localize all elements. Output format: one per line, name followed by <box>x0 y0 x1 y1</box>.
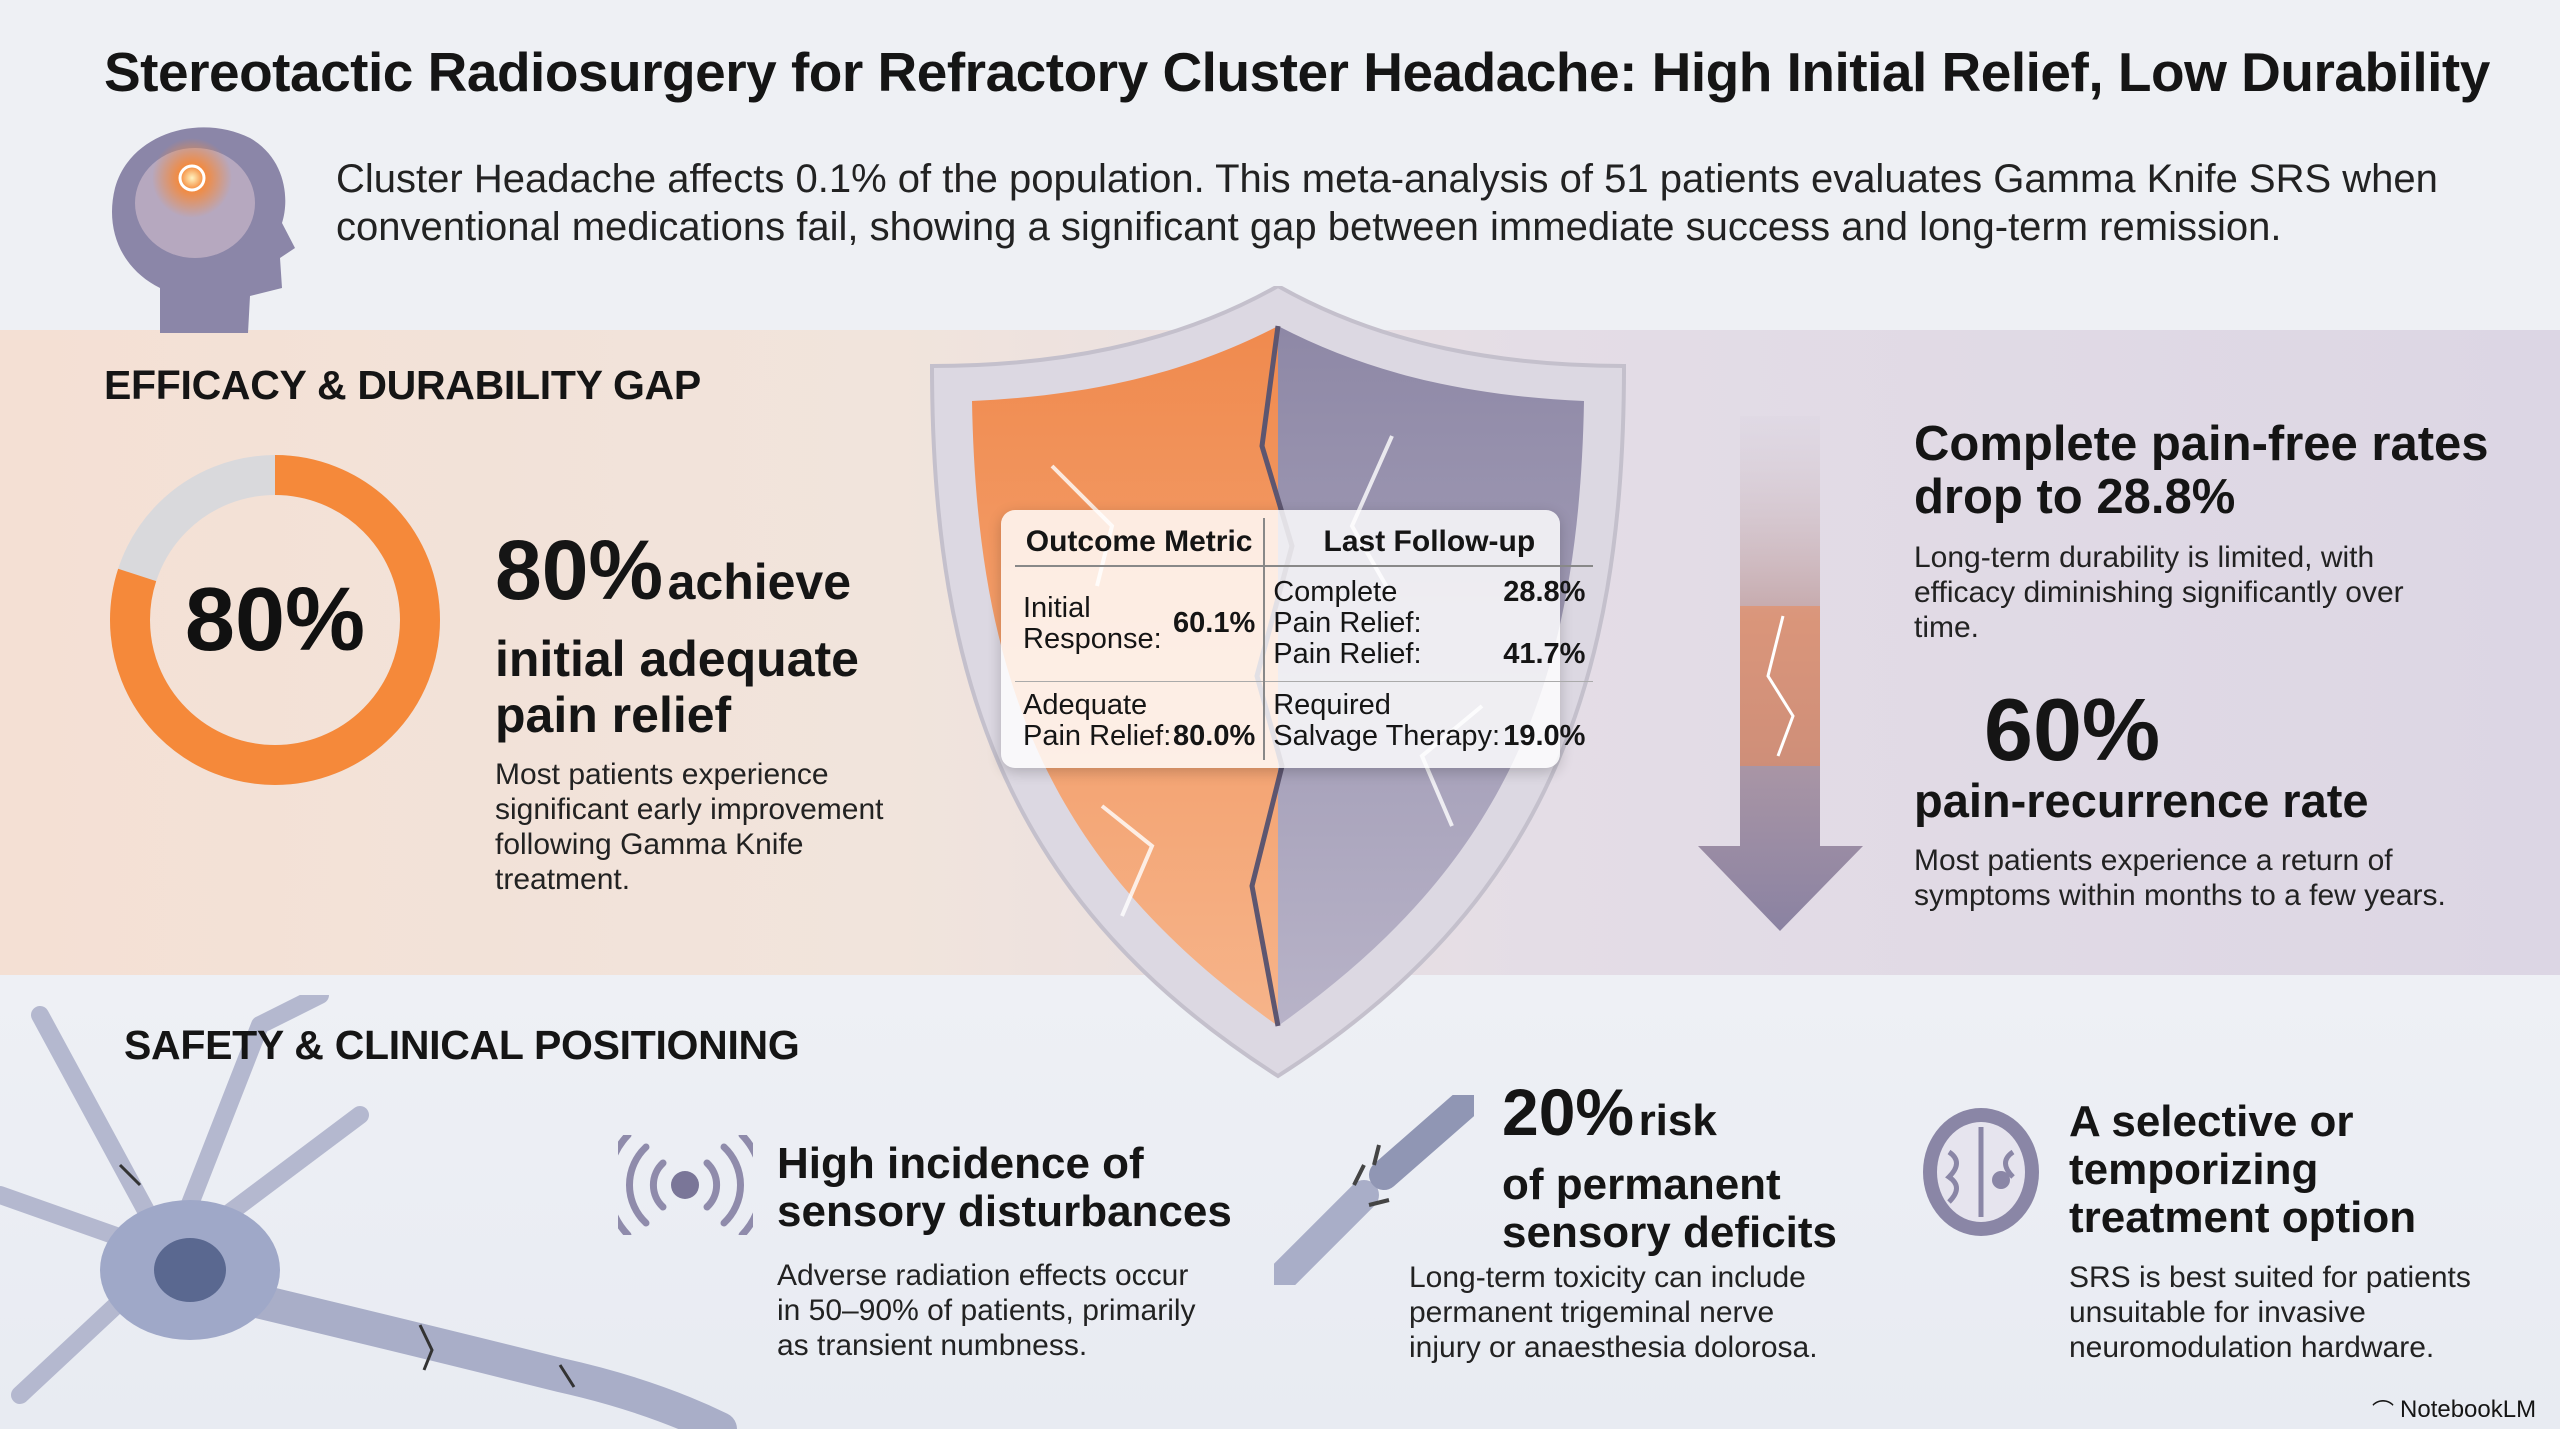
item-body: Long-term toxicity can include permanent… <box>1409 1261 1818 1364</box>
neuron-illustration <box>0 995 737 1429</box>
cell-label: Adequate Pain Relief: <box>1023 688 1172 752</box>
donut-chart: 80% <box>110 455 440 785</box>
brain-icon <box>1923 1108 2039 1236</box>
table-header-metric: Outcome Metric <box>1015 518 1266 568</box>
safety-item-sensory: High incidence of sensory disturbances A… <box>777 1140 1257 1363</box>
recurrence-body: Most patients experience a return of sym… <box>1914 844 2446 912</box>
cell-value: 19.0% <box>1503 719 1586 752</box>
table-header-followup: Last Follow-up <box>1264 518 1594 568</box>
notebooklm-logo-icon: ⌒ <box>2372 1399 2395 1424</box>
stat-rest: initial adequate pain relief <box>495 631 859 743</box>
down-arrow-icon <box>1698 416 1863 931</box>
stat-word: achieve <box>667 554 852 610</box>
cell-value: 28.8% <box>1503 576 1586 609</box>
cell-label: Required Salvage Therapy: <box>1273 688 1501 752</box>
initial-relief-stat: 80% achieve initial adequate pain relief… <box>495 528 915 897</box>
drop-body: Long-term durability is limited, with ef… <box>1914 541 2404 644</box>
safety-item-deficits: 20% risk of permanent sensory deficits <box>1502 1079 1922 1257</box>
cell-label: Pain Relief: <box>1273 638 1422 671</box>
efficacy-heading: EFFICACY & DURABILITY GAP <box>104 362 701 408</box>
cell-value: 41.7% <box>1503 638 1586 671</box>
brand-label: NotebookLM <box>2400 1396 2537 1423</box>
page-title: Stereotactic Radiosurgery for Refractory… <box>104 41 2490 103</box>
signal-waves-icon <box>618 1135 753 1235</box>
cell-label: Complete Pain Relief: <box>1273 576 1422 640</box>
recurrence-value: 60% <box>1984 680 2161 779</box>
notebooklm-brand: ⌒ NotebookLM <box>2372 1394 2536 1426</box>
item-title: High incidence of sensory disturbances <box>777 1139 1232 1236</box>
drop-title: Complete pain-free rates drop to 28.8% <box>1914 417 2489 524</box>
item-title: of permanent sensory deficits <box>1502 1160 1838 1257</box>
stat-body: Most patients experience significant ear… <box>495 758 884 896</box>
cell-value: 60.1% <box>1173 607 1256 640</box>
head-pain-icon <box>112 127 295 333</box>
item-title: A selective or temporizing treatment opt… <box>2069 1097 2417 1242</box>
risk-suffix: risk <box>1638 1096 1717 1145</box>
table-row: Initial Response: 60.1% Complete Pain Rel… <box>1015 566 1594 682</box>
durability-block: Complete pain-free rates drop to 28.8% L… <box>1914 418 2534 913</box>
donut-label: 80% <box>185 570 365 670</box>
cell-value: 80.0% <box>1173 719 1256 752</box>
risk-value: 20% <box>1502 1075 1635 1149</box>
cell-label: Initial Response: <box>1023 591 1162 655</box>
table-row: Adequate Pain Relief:80.0% Required Salv… <box>1015 681 1593 760</box>
item-body: Adverse radiation effects occur in 50–90… <box>777 1259 1196 1362</box>
donut-fill <box>110 455 440 785</box>
intro-text: Cluster Headache affects 0.1% of the pop… <box>336 157 2438 249</box>
item-body: SRS is best suited for patients unsuitab… <box>2069 1261 2471 1364</box>
safety-heading: SAFETY & CLINICAL POSITIONING <box>124 1022 800 1068</box>
safety-item-positioning: A selective or temporizing treatment opt… <box>2069 1098 2509 1242</box>
stat-value: 80% <box>495 523 664 617</box>
recurrence-label: pain-recurrence rate <box>1914 774 2369 827</box>
broken-nerve-icon <box>1274 1095 1474 1285</box>
